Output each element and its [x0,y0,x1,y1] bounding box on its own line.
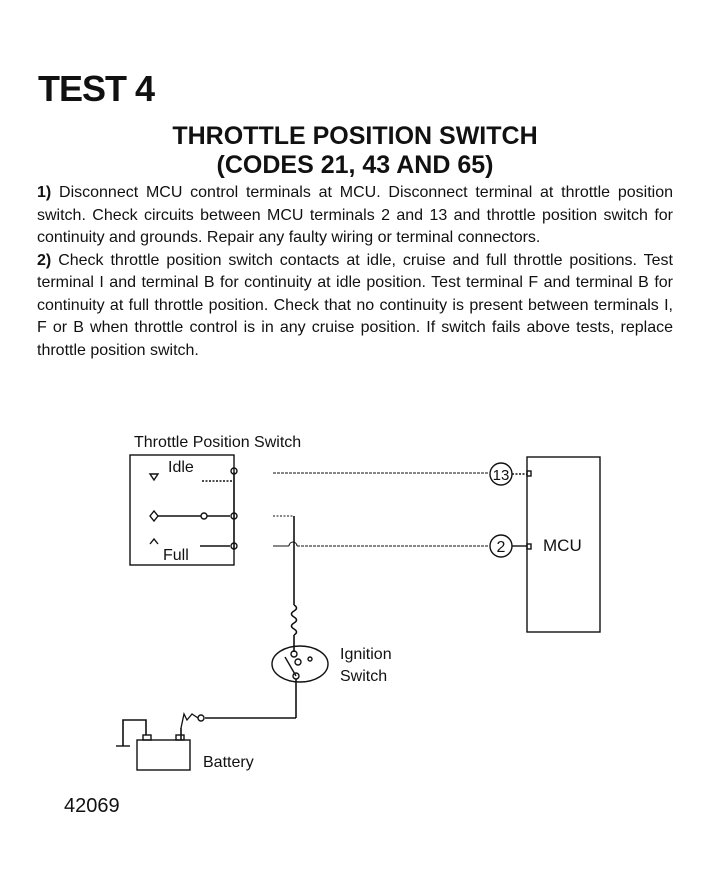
battery-post-negative [142,734,152,741]
full-label: Full [163,547,189,564]
terminal-idle [230,467,238,475]
ignition-contact-right [307,656,313,662]
battery-label: Battery [203,754,254,771]
ignition-contact-mid [294,658,302,666]
terminal-13-label: 13 [493,467,510,484]
step-2-text: Check throttle position switch contacts … [37,251,673,359]
cruise-node [200,512,208,520]
cable-clip-icon [180,712,199,729]
step-2-number: 2) [37,251,52,269]
mcu-pin-13 [526,470,532,477]
terminal-cruise [230,512,238,520]
instructions: 1) Disconnect MCU control terminals at M… [37,182,673,362]
battery-post-positive [175,734,185,741]
mcu-label: MCU [543,536,582,555]
ignition-contact-top [290,650,298,658]
heading-line-2: (CODES 21, 43 AND 65) [216,151,494,179]
full-contact [149,537,159,545]
figure-number: 42069 [64,795,120,817]
switch-label: Throttle Position Switch [134,434,301,451]
fuse-icon [290,604,298,636]
ignition-label-line-2: Switch [340,668,387,685]
cruise-contact [149,509,159,523]
terminal-full [230,542,238,550]
mcu-pin-2 [526,543,532,550]
battery-icon [136,739,191,771]
step-1: 1) Disconnect MCU control terminals at M… [37,182,673,250]
idle-label: Idle [168,459,194,476]
terminal-2-label: 2 [497,539,506,556]
ignition-blade [284,656,297,677]
idle-contact [148,473,160,482]
ignition-switch-icon [271,645,329,683]
wire-crossover [288,541,298,547]
test-title: TEST 4 [38,68,155,109]
heading-line-1: THROTTLE POSITION SWITCH [172,122,538,150]
step-2: 2) Check throttle position switch contac… [37,250,673,363]
section-heading: THROTTLE POSITION SWITCH (CODES 21, 43 A… [0,122,710,180]
ground-wire [122,719,147,746]
ignition-label-line-1: Ignition [340,646,392,663]
step-1-number: 1) [37,184,52,201]
step-1-text: Disconnect MCU control terminals at MCU.… [37,184,673,246]
cable-terminal [197,714,205,722]
